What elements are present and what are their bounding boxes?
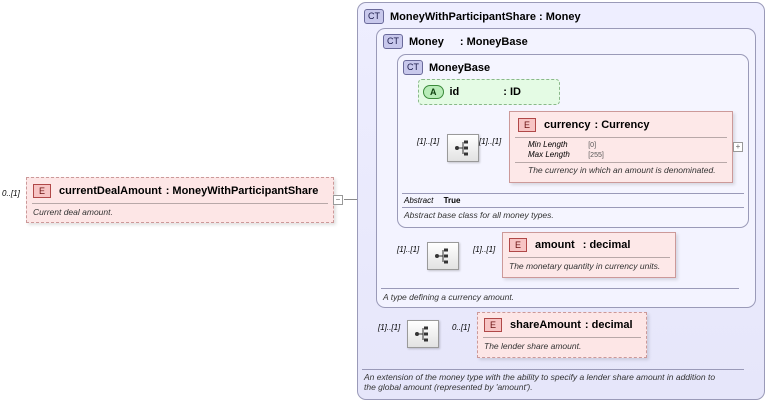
share-seq-cardinality-left: [1]..[1] bbox=[378, 323, 401, 332]
element-badge: E bbox=[33, 184, 51, 198]
facet-min-length-label: Min Length bbox=[528, 140, 568, 149]
abstract-value: True bbox=[443, 196, 461, 205]
amount-seq-cardinality-right: [1]..[1] bbox=[473, 245, 496, 254]
complex-type-badge: CT bbox=[364, 9, 384, 24]
money-base-description: Abstract base class for all money types. bbox=[404, 210, 554, 220]
currency-element[interactable]: E currency : Currency Min Length [0] Max… bbox=[509, 111, 733, 183]
money-separator bbox=[381, 288, 739, 289]
facet-max-length-label: Max Length bbox=[528, 150, 570, 159]
currency-expand-button[interactable]: + bbox=[733, 142, 743, 152]
facet-max-length: Max Length [255] bbox=[528, 150, 604, 159]
share-element-header: E shareAmount : decimal bbox=[484, 318, 633, 332]
currency-element-type: : Currency bbox=[594, 119, 650, 131]
element-badge: E bbox=[509, 238, 527, 252]
share-element-name: shareAmount bbox=[510, 319, 581, 331]
money-type-base: : MoneyBase bbox=[459, 35, 528, 48]
id-attribute-type: : ID bbox=[503, 86, 522, 98]
root-element-header: E currentDealAmount : MoneyWithParticipa… bbox=[33, 184, 318, 198]
share-amount-element[interactable]: E shareAmount : decimal The lender share… bbox=[477, 312, 647, 358]
element-badge: E bbox=[484, 318, 502, 332]
connector-root bbox=[344, 199, 368, 200]
id-attribute[interactable]: A id : ID bbox=[418, 79, 560, 105]
root-collapse-button[interactable]: − bbox=[333, 195, 343, 205]
currency-separator-1 bbox=[515, 137, 727, 138]
currency-sequence-compositor[interactable] bbox=[447, 134, 479, 162]
currency-seq-cardinality-right: [1]..[1] bbox=[479, 137, 502, 146]
current-deal-amount-element[interactable]: E currentDealAmount : MoneyWithParticipa… bbox=[26, 177, 334, 223]
root-element-name: currentDealAmount bbox=[59, 185, 162, 197]
currency-separator-2 bbox=[515, 162, 727, 163]
share-separator bbox=[483, 337, 641, 338]
amount-element-type: : decimal bbox=[582, 239, 631, 251]
outer-type-description-2: the global amount (represented by 'amoun… bbox=[364, 382, 533, 392]
sequence-icon bbox=[455, 140, 468, 156]
amount-element-header: E amount : decimal bbox=[509, 238, 630, 252]
money-base-title: MoneyBase bbox=[429, 61, 491, 74]
amount-element-name: amount bbox=[535, 239, 575, 251]
sequence-icon bbox=[415, 326, 428, 342]
sequence-icon bbox=[435, 248, 448, 264]
complex-type-badge: CT bbox=[403, 60, 423, 75]
share-seq-cardinality-right: 0..[1] bbox=[452, 323, 470, 332]
money-base-header: CT MoneyBase bbox=[403, 60, 490, 75]
id-attribute-name: id bbox=[449, 86, 460, 98]
share-element-description: The lender share amount. bbox=[484, 341, 582, 351]
facet-min-length-value: [0] bbox=[588, 142, 597, 149]
abstract-row: Abstract True bbox=[404, 196, 460, 205]
id-attribute-header: A id : ID bbox=[423, 85, 521, 99]
outer-separator bbox=[362, 369, 744, 370]
element-badge: E bbox=[518, 118, 536, 132]
currency-element-description: The currency in which an amount is denom… bbox=[528, 165, 716, 175]
root-element-description: Current deal amount. bbox=[33, 207, 113, 217]
money-type-description: A type defining a currency amount. bbox=[383, 292, 515, 302]
outer-type-title: MoneyWithParticipantShare : Money bbox=[390, 10, 581, 23]
currency-element-header: E currency : Currency bbox=[518, 118, 650, 132]
share-element-type: : decimal bbox=[584, 319, 633, 331]
currency-element-name: currency bbox=[544, 119, 591, 131]
money-type-name: Money bbox=[409, 35, 444, 48]
money-base-separator-2 bbox=[402, 207, 744, 208]
root-separator bbox=[32, 203, 328, 204]
root-element-type: : MoneyWithParticipantShare bbox=[165, 185, 319, 197]
facet-max-length-value: [255] bbox=[588, 152, 604, 159]
money-type-header: CT Money : MoneyBase bbox=[383, 34, 528, 49]
amount-separator bbox=[508, 257, 670, 258]
money-base-separator-1 bbox=[402, 193, 744, 194]
share-sequence-compositor[interactable] bbox=[407, 320, 439, 348]
amount-seq-cardinality-left: [1]..[1] bbox=[397, 245, 420, 254]
root-cardinality: 0..[1] bbox=[2, 189, 20, 198]
abstract-label: Abstract bbox=[404, 196, 434, 205]
amount-element-description: The monetary quantity in currency units. bbox=[509, 261, 661, 271]
currency-seq-cardinality-left: [1]..[1] bbox=[417, 137, 440, 146]
outer-type-description-1: An extension of the money type with the … bbox=[364, 372, 716, 382]
complex-type-badge: CT bbox=[383, 34, 403, 49]
facet-min-length: Min Length [0] bbox=[528, 140, 596, 149]
amount-sequence-compositor[interactable] bbox=[427, 242, 459, 270]
amount-element[interactable]: E amount : decimal The monetary quantity… bbox=[502, 232, 676, 278]
attribute-badge: A bbox=[423, 85, 444, 99]
outer-type-header: CT MoneyWithParticipantShare : Money bbox=[364, 9, 581, 24]
